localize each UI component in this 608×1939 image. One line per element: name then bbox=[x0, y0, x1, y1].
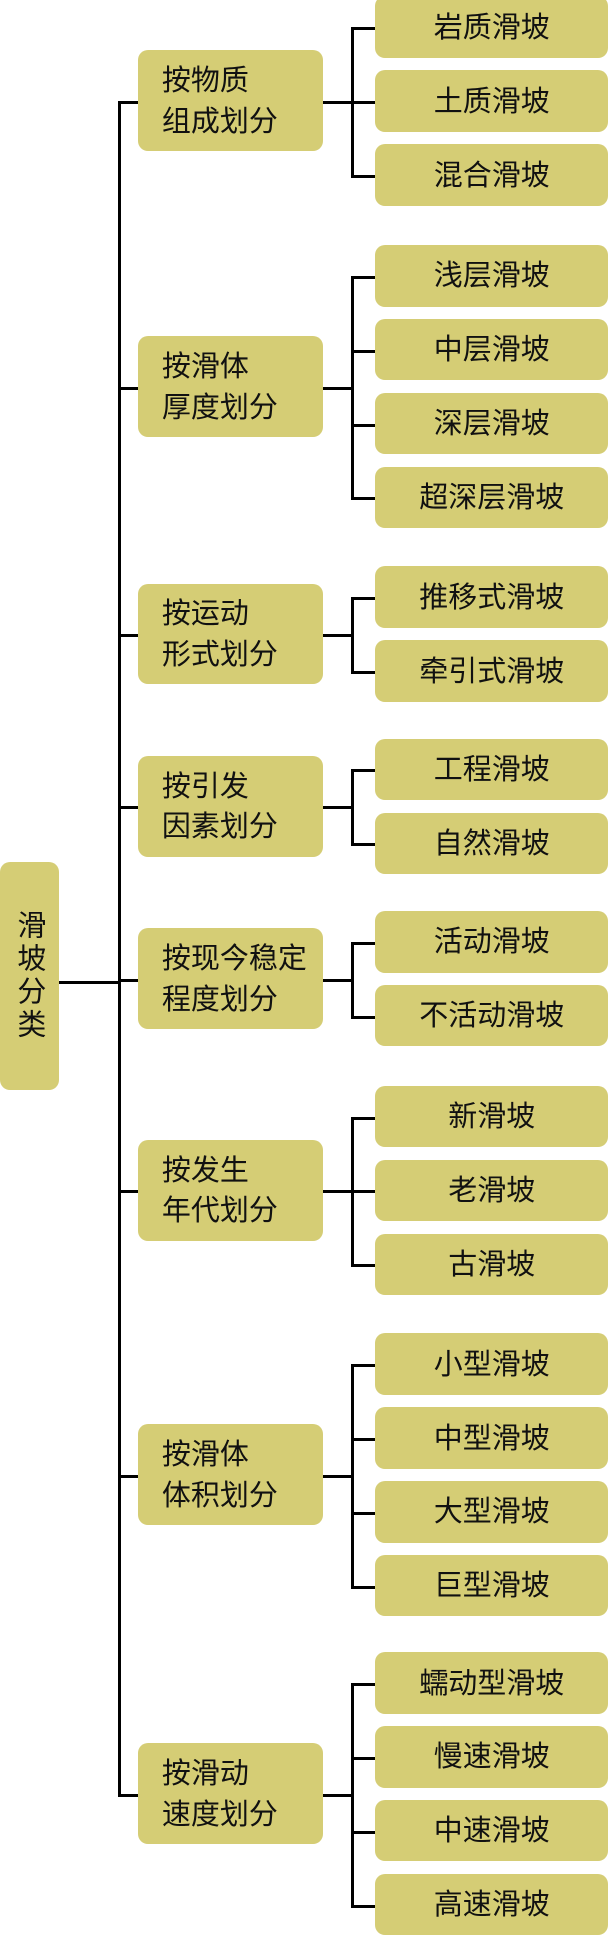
leaf-bracket bbox=[350, 1682, 354, 1908]
leaf-node: 推移式滑坡 bbox=[375, 566, 608, 628]
leaf-branch bbox=[350, 174, 376, 178]
leaf-connector bbox=[322, 100, 351, 104]
leaf-node: 古滑坡 bbox=[375, 1233, 608, 1296]
leaf-node: 慢速滑坡 bbox=[375, 1726, 608, 1788]
category-node: 按滑体厚度划分 bbox=[137, 336, 323, 438]
leaf-node: 超深层滑坡 bbox=[375, 466, 608, 529]
leaf-branch bbox=[350, 1756, 376, 1760]
category-node: 按运动形式划分 bbox=[137, 583, 323, 685]
leaf-branch bbox=[350, 1830, 376, 1834]
leaf-branch bbox=[350, 843, 376, 847]
category-label-line: 因素划分 bbox=[161, 809, 278, 844]
category-connector bbox=[118, 100, 138, 104]
leaf-connector bbox=[322, 386, 351, 390]
category-connector bbox=[118, 806, 138, 810]
leaf-node: 浅层滑坡 bbox=[375, 244, 608, 307]
category-connector bbox=[118, 386, 138, 390]
category-label-line: 按发生 bbox=[161, 1152, 249, 1187]
category-label-line: 按运动 bbox=[161, 596, 249, 631]
leaf-branch bbox=[350, 1437, 376, 1441]
leaf-branch bbox=[350, 1364, 376, 1368]
category-node: 按滑动速度划分 bbox=[137, 1743, 323, 1845]
leaf-branch bbox=[350, 1511, 376, 1515]
leaf-branch bbox=[350, 275, 376, 279]
leaf-branch bbox=[350, 1190, 376, 1194]
trunk-line bbox=[118, 100, 122, 1797]
leaf-connector bbox=[322, 978, 351, 982]
leaf-branch bbox=[350, 349, 376, 353]
category-label-line: 速度划分 bbox=[161, 1796, 278, 1831]
leaf-node: 自然滑坡 bbox=[375, 812, 608, 875]
leaf-connector bbox=[322, 806, 351, 810]
leaf-bracket bbox=[350, 597, 354, 674]
leaf-bracket bbox=[350, 769, 354, 847]
leaf-node: 小型滑坡 bbox=[375, 1333, 608, 1395]
category-connector bbox=[118, 978, 138, 982]
leaf-bracket bbox=[350, 275, 354, 501]
leaf-bracket bbox=[350, 1364, 354, 1589]
category-label-line: 体积划分 bbox=[161, 1477, 278, 1512]
leaf-node: 巨型滑坡 bbox=[375, 1554, 608, 1617]
category-label-line: 组成划分 bbox=[161, 103, 278, 138]
category-connector bbox=[118, 1190, 138, 1194]
root-connector bbox=[59, 981, 119, 985]
leaf-branch bbox=[350, 1904, 376, 1908]
leaf-node: 蠕动型滑坡 bbox=[375, 1652, 608, 1714]
leaf-connector bbox=[322, 1793, 351, 1797]
leaf-node: 工程滑坡 bbox=[375, 738, 608, 801]
category-label-line: 按滑体 bbox=[161, 1437, 249, 1472]
category-label-line: 按引发 bbox=[161, 768, 249, 803]
leaf-node: 混合滑坡 bbox=[375, 144, 608, 206]
leaf-node: 牵引式滑坡 bbox=[375, 640, 608, 702]
leaf-node: 岩质滑坡 bbox=[375, 0, 608, 58]
leaf-connector bbox=[322, 1190, 351, 1194]
leaf-bracket bbox=[350, 941, 354, 1019]
leaf-node: 中型滑坡 bbox=[375, 1407, 608, 1469]
leaf-node: 大型滑坡 bbox=[375, 1481, 608, 1543]
category-node: 按现今稳定程度划分 bbox=[137, 928, 323, 1030]
category-connector bbox=[118, 1474, 138, 1478]
category-label-line: 按现今稳定 bbox=[161, 941, 307, 976]
leaf-connector bbox=[322, 1474, 351, 1478]
category-label-line: 程度划分 bbox=[161, 981, 278, 1016]
leaf-node: 高速滑坡 bbox=[375, 1873, 608, 1936]
leaf-branch bbox=[350, 670, 376, 674]
leaf-branch bbox=[350, 1264, 376, 1268]
leaf-node: 深层滑坡 bbox=[375, 392, 608, 455]
leaf-branch bbox=[350, 1585, 376, 1589]
category-label-line: 年代划分 bbox=[161, 1193, 278, 1228]
leaf-branch bbox=[350, 1116, 376, 1120]
category-connector bbox=[118, 634, 138, 638]
leaf-branch bbox=[350, 100, 376, 104]
leaf-branch bbox=[350, 1682, 376, 1686]
category-node: 按发生年代划分 bbox=[137, 1140, 323, 1241]
leaf-node: 土质滑坡 bbox=[375, 70, 608, 132]
leaf-node: 中层滑坡 bbox=[375, 318, 608, 381]
leaf-branch bbox=[350, 423, 376, 427]
category-node: 按引发因素划分 bbox=[137, 755, 323, 857]
leaf-branch bbox=[350, 1015, 376, 1019]
leaf-node: 新滑坡 bbox=[375, 1085, 608, 1148]
category-label-line: 形式划分 bbox=[161, 637, 278, 671]
root-node: 滑坡分类 bbox=[0, 861, 60, 1090]
leaf-connector bbox=[322, 634, 351, 638]
leaf-branch bbox=[350, 497, 376, 501]
category-label-line: 厚度划分 bbox=[161, 389, 278, 424]
category-node: 按物质组成划分 bbox=[137, 50, 323, 152]
leaf-branch bbox=[350, 769, 376, 773]
leaf-branch bbox=[350, 941, 376, 945]
category-node: 按滑体体积划分 bbox=[137, 1424, 323, 1526]
category-label-line: 按滑动 bbox=[161, 1756, 249, 1791]
leaf-node: 不活动滑坡 bbox=[375, 984, 608, 1047]
leaf-node: 中速滑坡 bbox=[375, 1799, 608, 1862]
leaf-branch bbox=[350, 597, 376, 601]
category-connector bbox=[118, 1793, 138, 1797]
leaf-node: 老滑坡 bbox=[375, 1159, 608, 1222]
category-label-line: 按物质 bbox=[161, 63, 249, 98]
leaf-branch bbox=[350, 27, 376, 31]
leaf-node: 活动滑坡 bbox=[375, 911, 608, 973]
category-label-line: 按滑体 bbox=[161, 348, 249, 383]
